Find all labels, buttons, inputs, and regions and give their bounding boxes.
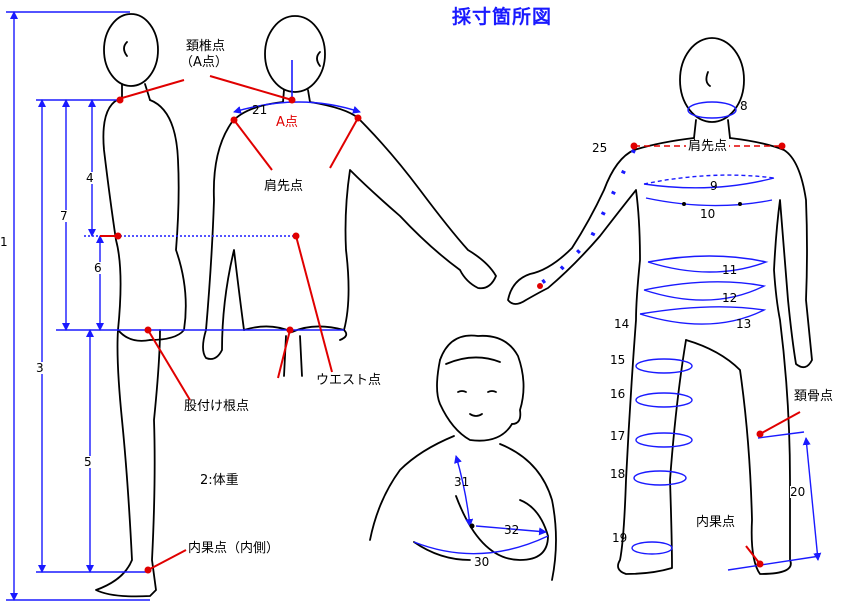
num-6: 6 xyxy=(94,261,102,275)
num-31: 31 xyxy=(454,475,470,489)
num-32: 32 xyxy=(504,523,520,537)
diagram-title: 採寸箇所図 xyxy=(452,6,553,28)
pointer-lines xyxy=(100,75,801,571)
nipple-points xyxy=(469,202,742,529)
num-12: 12 xyxy=(722,291,738,305)
num-5: 5 xyxy=(84,455,92,469)
num-19: 19 xyxy=(612,531,628,545)
label-crotch-point: 股付け根点 xyxy=(184,399,250,414)
label-a-point-paren: （A点） xyxy=(180,55,228,70)
num-7: 7 xyxy=(60,209,68,223)
back-view-figure xyxy=(202,15,497,377)
num-8: 8 xyxy=(740,99,748,113)
label-waist-point: ウエスト点 xyxy=(316,373,382,388)
front-view-figure xyxy=(507,37,813,575)
landmark-points xyxy=(114,96,786,574)
label-a-point: A点 xyxy=(276,115,298,130)
num-11: 11 xyxy=(722,263,738,277)
label-cervical-point: 頚椎点 xyxy=(186,39,226,54)
num-30: 30 xyxy=(474,555,490,569)
num-20: 20 xyxy=(790,485,806,499)
num-14: 14 xyxy=(614,317,630,331)
label-tibia-point: 頚骨点 xyxy=(794,389,834,404)
label-body-weight: 2:体重 xyxy=(200,473,239,488)
num-21: 21 xyxy=(252,103,268,117)
num-4: 4 xyxy=(86,171,94,185)
num-15: 15 xyxy=(610,353,626,367)
label-inner-ankle-right: 内果点 xyxy=(696,515,736,530)
num-9: 9 xyxy=(710,179,718,193)
num-18: 18 xyxy=(610,467,626,481)
label-shoulder-point-back: 肩先点 xyxy=(264,179,304,194)
bust-figure xyxy=(369,334,557,581)
label-inner-ankle-left: 内果点（内側） xyxy=(188,541,280,556)
num-16: 16 xyxy=(610,387,626,401)
num-1: 1 xyxy=(0,235,8,249)
num-3: 3 xyxy=(36,361,44,375)
num-17: 17 xyxy=(610,429,626,443)
side-view-figure xyxy=(95,13,187,598)
num-25: 25 xyxy=(592,141,608,155)
num-10: 10 xyxy=(700,207,716,221)
label-shoulder-point-front: 肩先点 xyxy=(686,139,730,154)
measurement-lines xyxy=(6,11,822,601)
num-13: 13 xyxy=(736,317,752,331)
